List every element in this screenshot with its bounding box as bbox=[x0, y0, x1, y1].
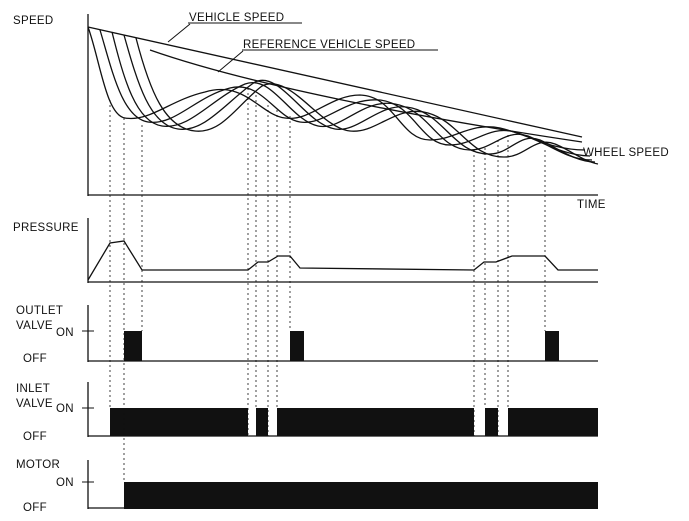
outlet-pulse-1 bbox=[124, 331, 142, 361]
pressure-label: PRESSURE bbox=[13, 222, 79, 234]
wheel-speed-curve-1 bbox=[87, 26, 586, 151]
pressure-panel: PRESSURE bbox=[13, 218, 598, 283]
inlet-label-line1: INLET bbox=[16, 383, 50, 395]
inlet-valve-panel: INLET VALVE ON OFF bbox=[16, 382, 598, 443]
motor-label: MOTOR bbox=[16, 459, 60, 471]
inlet-pulse-2 bbox=[256, 408, 268, 436]
inlet-pulse-3 bbox=[277, 408, 474, 436]
inlet-off-label: OFF bbox=[23, 431, 47, 443]
speed-panel: SPEED TIME VEHICLE SPEED REFERENCE VEHIC… bbox=[13, 12, 669, 211]
time-axis-label: TIME bbox=[577, 199, 606, 211]
outlet-label-line1: OUTLET bbox=[16, 305, 63, 317]
wheel-speed-curve-3 bbox=[111, 31, 593, 161]
outlet-pulse-2 bbox=[290, 331, 304, 361]
speed-axis-label: SPEED bbox=[13, 15, 54, 27]
reference-speed-label: REFERENCE VEHICLE SPEED bbox=[243, 39, 415, 51]
wheel-speed-label: WHEEL SPEED bbox=[583, 147, 669, 159]
vehicle-speed-leader bbox=[167, 23, 191, 43]
motor-panel: MOTOR ON OFF bbox=[16, 459, 598, 514]
outlet-valve-panel: OUTLET VALVE ON OFF bbox=[16, 305, 598, 365]
pressure-curve bbox=[87, 240, 598, 281]
outlet-pulse-3 bbox=[545, 331, 559, 361]
inlet-on-label: ON bbox=[56, 403, 74, 415]
inlet-pulse-4 bbox=[485, 408, 498, 436]
reference-speed-leader bbox=[217, 50, 244, 73]
inlet-label-line2: VALVE bbox=[16, 398, 53, 410]
motor-on-bar bbox=[124, 482, 598, 509]
vehicle-speed-label: VEHICLE SPEED bbox=[189, 12, 284, 24]
outlet-on-label: ON bbox=[56, 327, 74, 339]
outlet-label-line2: VALVE bbox=[16, 320, 53, 332]
vehicle-speed-line bbox=[87, 26, 583, 138]
inlet-pulse-1 bbox=[110, 408, 248, 436]
motor-off-label: OFF bbox=[23, 502, 47, 514]
motor-on-label: ON bbox=[56, 477, 74, 489]
wheel-speed-curve-4 bbox=[123, 34, 596, 163]
wheel-speed-curve-5 bbox=[135, 37, 599, 165]
inlet-pulse-5 bbox=[508, 408, 598, 436]
outlet-off-label: OFF bbox=[23, 353, 47, 365]
wheel-speed-curve-2 bbox=[99, 29, 591, 157]
event-markers bbox=[109, 88, 546, 482]
